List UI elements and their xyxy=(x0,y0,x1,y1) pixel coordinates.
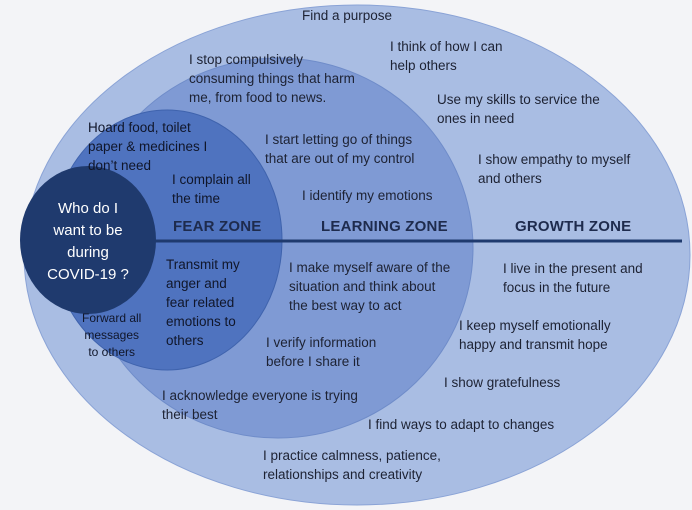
text-line: I show empathy to myself xyxy=(478,152,631,167)
text-line: Hoard food, toilet xyxy=(88,120,191,135)
fear-zone-title: FEAR ZONE xyxy=(173,218,262,235)
core-question: Who do I want to be during COVID-19 ? xyxy=(18,198,158,286)
text-line: to others xyxy=(88,345,136,359)
text-line: that are out of my control xyxy=(265,151,415,166)
text-line: relationships and creativity xyxy=(263,467,423,482)
text-line: happy and transmit hope xyxy=(459,337,608,352)
text-line: paper & medicines I xyxy=(88,139,208,154)
fear-hoard-text: Hoard food, toilet paper & medicines I d… xyxy=(88,118,207,175)
text-line: focus in the future xyxy=(503,280,611,295)
core-line: want to be xyxy=(53,222,123,239)
text-line: their best xyxy=(162,407,218,422)
text-line: Use my skills to service the xyxy=(437,92,600,107)
text-line: situation and think about xyxy=(289,279,436,294)
text-line: the time xyxy=(172,191,221,206)
growth-happy-text: I keep myself emotionally happy and tran… xyxy=(459,316,611,354)
growth-zone-title: GROWTH ZONE xyxy=(515,218,632,235)
learning-letting-go-text: I start letting go of things that are ou… xyxy=(265,130,414,168)
text-line: anger and xyxy=(166,276,227,291)
text-line: the best way to act xyxy=(289,298,402,313)
learning-consuming-text: I stop compulsively consuming things tha… xyxy=(189,50,355,107)
growth-help-text: I think of how I can help others xyxy=(390,37,503,75)
text-line: others xyxy=(166,333,204,348)
growth-gratefulness-text: I show gratefulness xyxy=(444,375,561,390)
core-line: COVID-19 ? xyxy=(47,266,129,283)
text-line: I think of how I can xyxy=(390,39,503,54)
text-line: fear related xyxy=(166,295,235,310)
text-line: consuming things that harm xyxy=(189,71,355,86)
fear-forward-text: Forward all messages to others xyxy=(82,310,141,361)
core-ellipse xyxy=(20,166,156,314)
text-line: I complain all xyxy=(172,172,251,187)
core-line: Who do I xyxy=(57,200,119,217)
text-line: I make myself aware of the xyxy=(289,260,451,275)
growth-calmness-text: I practice calmness, patience, relations… xyxy=(263,446,441,484)
text-line: emotions to xyxy=(166,314,236,329)
growth-present-text: I live in the present and focus in the f… xyxy=(503,259,643,297)
core-line: during xyxy=(67,244,109,261)
text-line: I start letting go of things xyxy=(265,132,413,147)
text-line: I practice calmness, patience, xyxy=(263,448,441,463)
text-line: I verify information xyxy=(266,335,377,350)
text-line: don’t need xyxy=(88,158,152,173)
text-line: Forward all xyxy=(82,311,142,325)
text-line: I keep myself emotionally xyxy=(459,318,611,333)
text-line: and others xyxy=(478,171,542,186)
growth-skills-text: Use my skills to service the ones in nee… xyxy=(437,90,600,128)
fear-complain-text: I complain all the time xyxy=(172,170,251,208)
text-line: before I share it xyxy=(266,354,360,369)
text-line: messages xyxy=(84,328,140,342)
growth-purpose-text: Find a purpose xyxy=(302,8,393,23)
learning-verify-text: I verify information before I share it xyxy=(266,333,376,371)
learning-zone-title: LEARNING ZONE xyxy=(321,218,448,235)
text-line: Transmit my xyxy=(166,257,240,272)
text-line: me, from food to news. xyxy=(189,90,327,105)
growth-empathy-text: I show empathy to myself and others xyxy=(478,150,630,188)
text-line: help others xyxy=(390,58,457,73)
learning-acknowledge-text: I acknowledge everyone is trying their b… xyxy=(162,386,358,424)
growth-adapt-text: I find ways to adapt to changes xyxy=(368,417,555,432)
learning-identify-text: I identify my emotions xyxy=(302,188,433,203)
text-line: ones in need xyxy=(437,111,515,126)
fear-transmit-text: Transmit my anger and fear related emoti… xyxy=(166,255,240,350)
text-line: I stop compulsively xyxy=(189,52,304,67)
text-line: I live in the present and xyxy=(503,261,643,276)
learning-aware-text: I make myself aware of the situation and… xyxy=(289,258,450,315)
text-line: I acknowledge everyone is trying xyxy=(162,388,358,403)
